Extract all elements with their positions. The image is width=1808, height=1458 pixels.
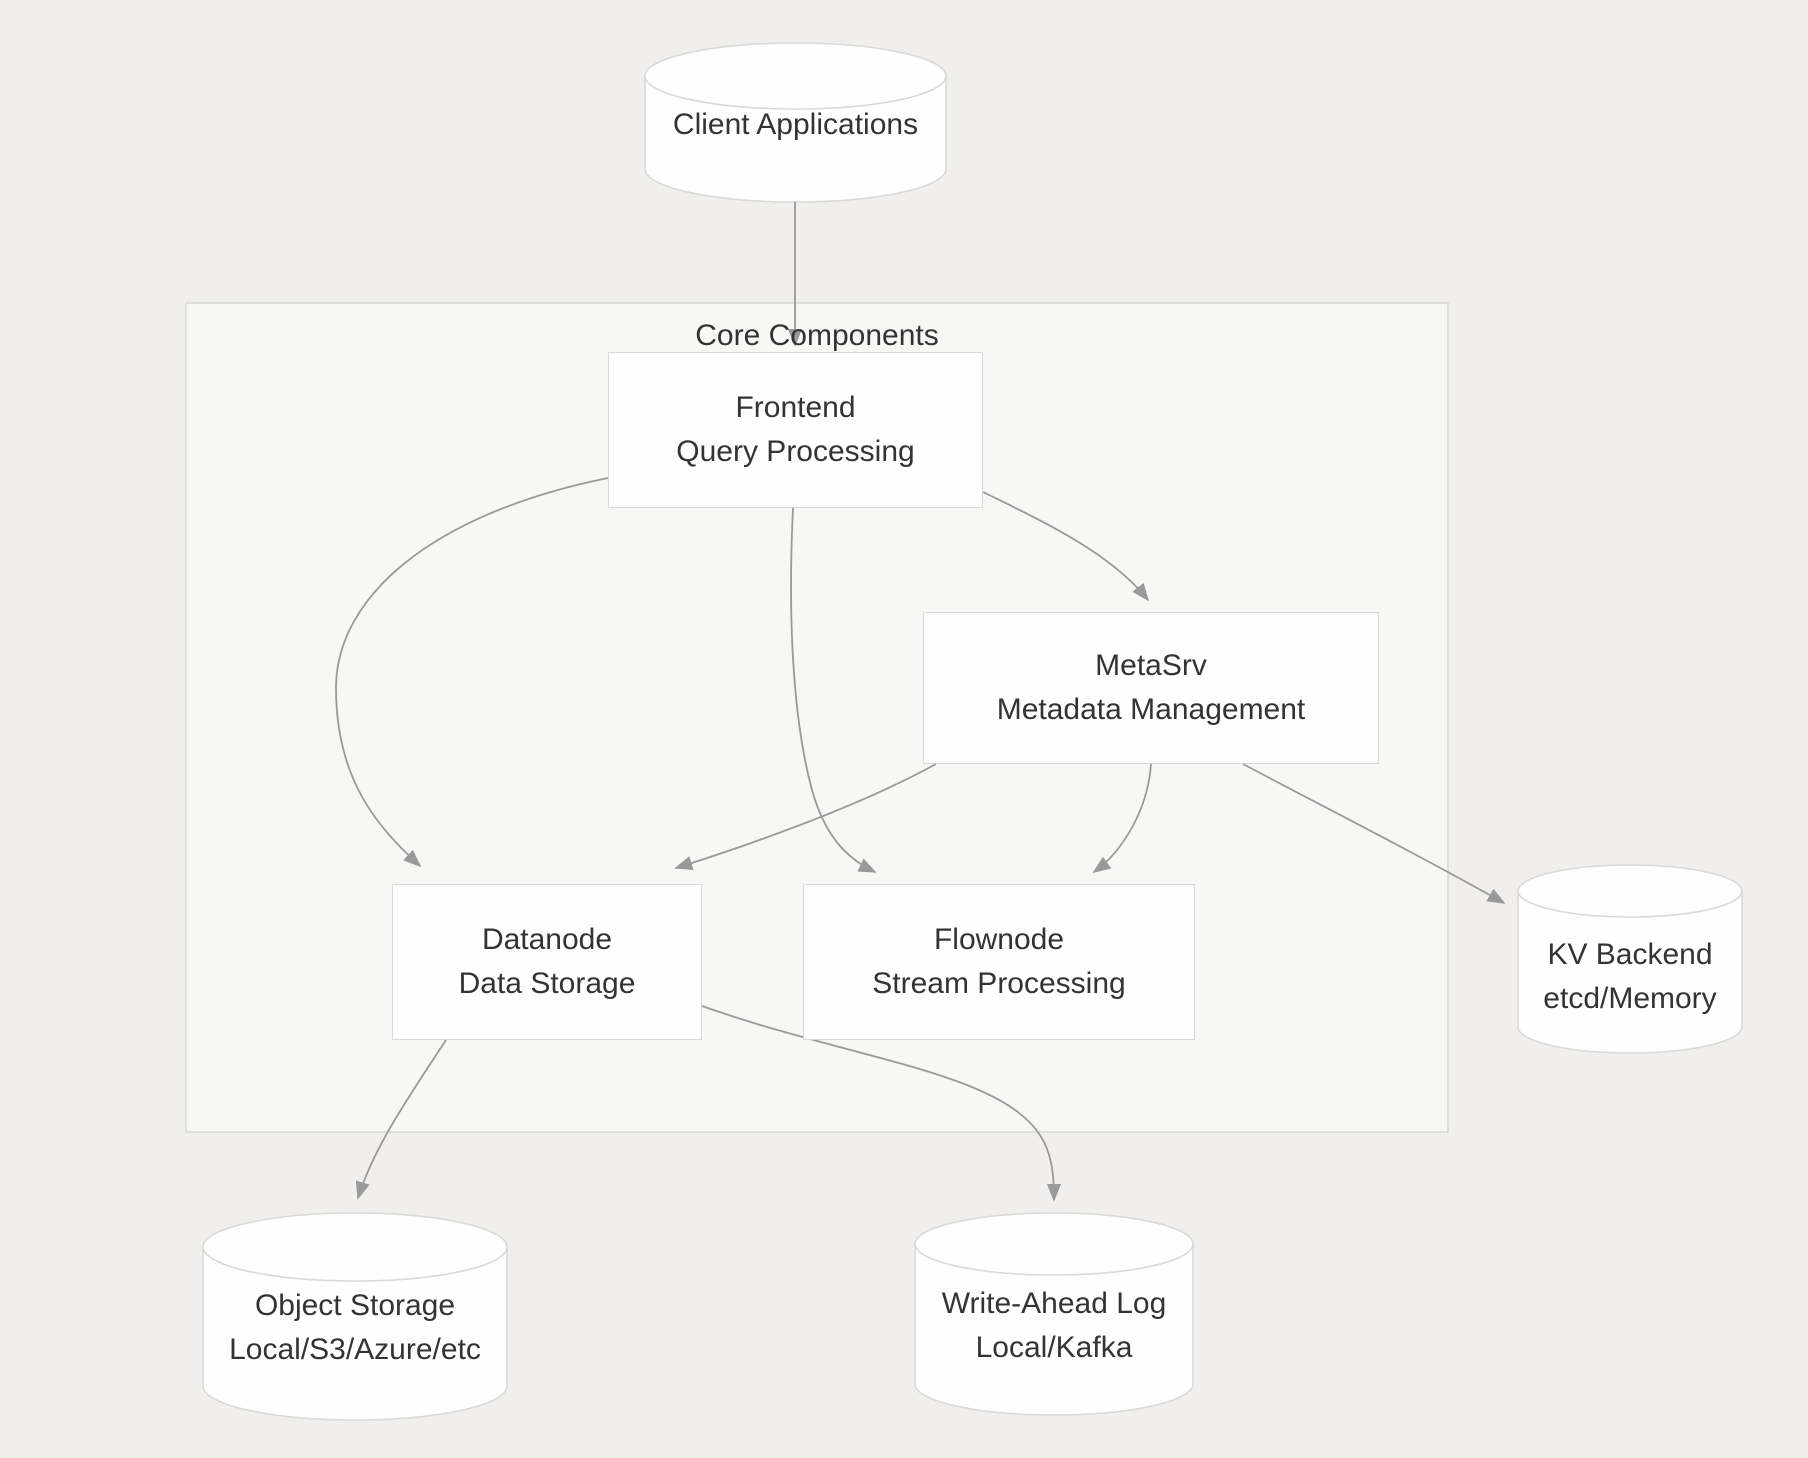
node-datanode: Datanode Data Storage xyxy=(392,884,702,1040)
edges xyxy=(335,202,1506,1202)
wal-cylinder-lip xyxy=(914,1243,1194,1276)
node-flownode-title: Flownode xyxy=(933,923,1065,956)
object-storage-cylinder-body xyxy=(202,1212,508,1421)
node-datanode-subtitle: Data Storage xyxy=(458,967,636,1000)
kv-backend-cylinder-body xyxy=(1517,864,1743,1054)
node-metasrv-title: MetaSrv xyxy=(1095,649,1207,682)
client-cylinder-body xyxy=(644,42,947,203)
node-wal-title: Write-Ahead Log xyxy=(941,1287,1167,1320)
edge-metasrv-datanode xyxy=(674,763,937,871)
object-storage-cylinder-lip xyxy=(202,1246,508,1282)
node-metasrv-subtitle: Metadata Management xyxy=(996,693,1306,726)
edge-datanode-objectstore xyxy=(355,1039,447,1200)
container-label: Core Components xyxy=(695,319,939,352)
client-cylinder xyxy=(644,42,947,203)
edge-frontend-metasrv xyxy=(982,491,1150,602)
node-wal-subtitle: Local/Kafka xyxy=(975,1331,1133,1364)
edge-frontend-datanode xyxy=(335,477,609,868)
node-datanode-title: Datanode xyxy=(481,923,613,956)
node-wal-label: Write-Ahead Log Local/Kafka xyxy=(915,1256,1193,1396)
node-kv-subtitle: etcd/Memory xyxy=(1543,982,1717,1015)
edge-metasrv-flownode xyxy=(1092,763,1152,874)
object-storage-cylinder xyxy=(202,1212,508,1421)
node-kv-title: KV Backend xyxy=(1547,938,1713,971)
kv-backend-cylinder-lip xyxy=(1517,890,1743,918)
node-objectstore-title: Object Storage xyxy=(254,1289,456,1322)
node-kv-label: KV Backend etcd/Memory xyxy=(1518,917,1742,1037)
node-objectstore-subtitle: Local/S3/Azure/etc xyxy=(229,1333,481,1366)
node-frontend-subtitle: Query Processing xyxy=(676,435,915,468)
node-frontend-title: Frontend xyxy=(735,391,856,424)
wal-cylinder-body xyxy=(914,1212,1194,1416)
edge-datanode-wal xyxy=(701,1005,1062,1202)
node-frontend: Frontend Query Processing xyxy=(608,352,983,508)
edge-frontend-flownode xyxy=(790,507,877,873)
client-cylinder-lip xyxy=(644,75,947,110)
node-client-title: Client Applications xyxy=(672,108,919,141)
node-metasrv: MetaSrv Metadata Management xyxy=(923,612,1379,764)
wal-cylinder xyxy=(914,1212,1194,1416)
edge-metasrv-kv xyxy=(1242,763,1506,904)
kv-backend-cylinder xyxy=(1517,864,1743,1054)
node-client-label: Client Applications xyxy=(645,70,946,180)
node-flownode: Flownode Stream Processing xyxy=(803,884,1195,1040)
node-flownode-subtitle: Stream Processing xyxy=(872,967,1126,1000)
node-objectstore-label: Object Storage Local/S3/Azure/etc xyxy=(203,1258,507,1398)
